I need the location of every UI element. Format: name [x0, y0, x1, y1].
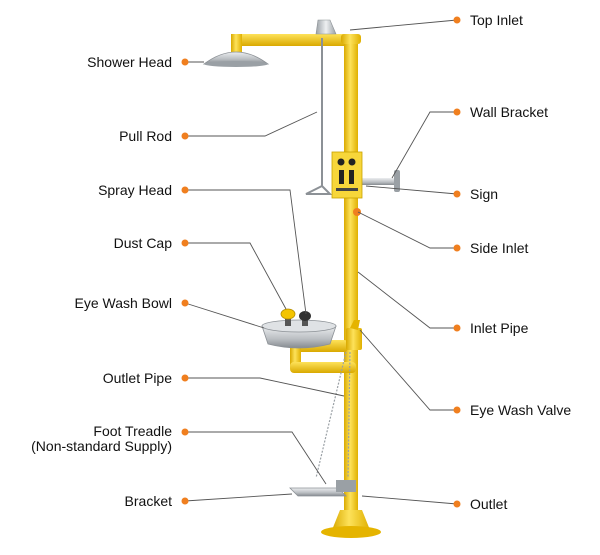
- sign-text-strip: [336, 188, 358, 191]
- dot-sign: [453, 190, 461, 198]
- right-labels: Top Inlet Wall Bracket Sign Side Inlet I…: [470, 12, 571, 512]
- eyewash-valve-handle: [350, 320, 360, 330]
- leader-outlet: [361, 495, 458, 505]
- label-eye-wash-valve: Eye Wash Valve: [470, 402, 571, 418]
- sign-plate: [331, 151, 363, 199]
- main-vertical-pipe: [344, 34, 358, 514]
- dot-top-inlet: [453, 16, 461, 24]
- shower-arm-pipe: [236, 34, 356, 46]
- spray-head-stem: [285, 314, 291, 326]
- treadle-pivot: [336, 480, 356, 492]
- leader-sign: [365, 185, 458, 195]
- label-shower-head: Shower Head: [87, 54, 172, 70]
- label-outlet-pipe: Outlet Pipe: [103, 370, 172, 386]
- leader-eye-wash-bowl: [184, 302, 265, 329]
- sign-figure: [349, 170, 354, 184]
- dot-eye-wash-valve: [453, 406, 461, 414]
- label-outlet: Outlet: [470, 496, 507, 512]
- label-foot-treadle: Foot Treadle: [93, 423, 172, 439]
- label-top-inlet: Top Inlet: [470, 12, 523, 28]
- leader-lines: [184, 19, 458, 505]
- label-sign: Sign: [470, 186, 498, 202]
- dot-bracket: [181, 497, 189, 505]
- label-dots: [181, 16, 461, 508]
- label-dust-cap: Dust Cap: [114, 235, 173, 251]
- shower-equipment: [202, 19, 400, 538]
- treadle-chain: [347, 351, 351, 479]
- base-flange: [321, 526, 381, 538]
- dust-cap: [280, 308, 296, 320]
- eyewash-bowl-rim: [261, 319, 337, 333]
- foot-treadle: [289, 487, 347, 497]
- dot-eye-wash-bowl: [181, 299, 189, 307]
- dot-shower-head: [181, 58, 189, 66]
- label-bracket: Bracket: [125, 493, 173, 509]
- shower-head-rim: [204, 61, 268, 67]
- treadle-chain: [315, 351, 347, 479]
- left-labels: Shower Head Pull Rod Spray Head Dust Cap…: [31, 54, 172, 509]
- sign-symbol: [337, 158, 345, 166]
- dot-outlet-pipe: [181, 374, 189, 382]
- leader-outlet-pipe: [185, 377, 345, 397]
- label-foot-treadle-note: (Non-standard Supply): [31, 438, 172, 454]
- leader-spray-head: [185, 189, 307, 315]
- pull-rod-handle: [305, 184, 333, 195]
- label-inlet-pipe: Inlet Pipe: [470, 320, 529, 336]
- label-eye-wash-bowl: Eye Wash Bowl: [74, 295, 172, 311]
- label-pull-rod: Pull Rod: [119, 128, 172, 144]
- dot-side-inlet: [453, 244, 461, 252]
- leader-wall-bracket: [391, 111, 457, 179]
- shower-drop-pipe: [231, 34, 242, 56]
- sign-symbol: [348, 158, 356, 166]
- leader-inlet-pipe: [357, 271, 457, 329]
- leader-side-inlet: [357, 211, 457, 249]
- leader-bracket: [184, 493, 293, 502]
- top-valve-body: [315, 19, 337, 35]
- dot-dust-cap: [181, 239, 189, 247]
- leader-top-inlet: [349, 19, 458, 31]
- wall-bracket-rod: [350, 178, 398, 185]
- label-side-inlet: Side Inlet: [470, 240, 528, 256]
- dot-inlet-pipe: [453, 324, 461, 332]
- leader-foot-treadle: [185, 431, 327, 485]
- leader-dust-cap: [185, 242, 287, 310]
- wall-bracket-plate: [394, 170, 400, 192]
- dot-pull-rod: [181, 132, 189, 140]
- dot-foot-treadle: [181, 428, 189, 436]
- sign-figure: [339, 170, 344, 184]
- dot-wall-bracket: [453, 108, 461, 116]
- leader-pull-rod: [185, 111, 318, 137]
- side-inlet-fitting: [353, 208, 361, 216]
- base-flare: [332, 510, 370, 530]
- label-spray-head: Spray Head: [98, 182, 172, 198]
- spray-head: [299, 311, 311, 321]
- dot-outlet: [453, 500, 461, 508]
- label-wall-bracket: Wall Bracket: [470, 104, 548, 120]
- leader-eye-wash-valve: [359, 329, 457, 411]
- outlet-pipe: [290, 362, 356, 373]
- top-elbow: [341, 34, 361, 44]
- dot-spray-head: [181, 186, 189, 194]
- eyewash-valve-body: [346, 328, 362, 350]
